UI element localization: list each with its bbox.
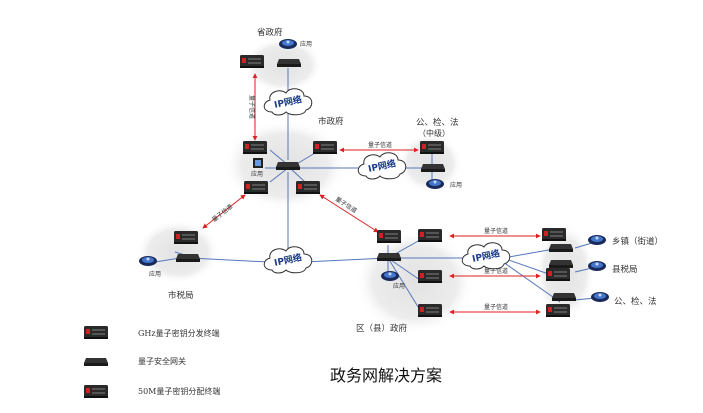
key-distribution-terminal-icon — [546, 268, 570, 281]
qc-label-police-low: 量子信道 — [484, 303, 508, 311]
key-distribution-terminal-icon — [418, 270, 442, 283]
qkd-terminal-icon — [296, 181, 320, 194]
backdrops — [136, 37, 595, 334]
qkd-terminal-icon — [313, 141, 337, 154]
quantum-links — [202, 73, 541, 315]
ip-cloud-top: IP网络 — [263, 88, 313, 116]
qkd-terminal-icon — [240, 55, 264, 68]
application-server-icon — [426, 179, 444, 189]
qc-label-county: 量子信道 — [484, 267, 508, 275]
qc-label-town: 量子信道 — [484, 227, 508, 235]
security-gateway-icon — [549, 244, 573, 252]
ip-cloud-district: IP网络 — [461, 242, 511, 270]
town-node: 乡镇（街道） — [542, 228, 663, 252]
district-label: 区（县）政府 — [356, 323, 408, 334]
city-node: 市政府 应用 — [243, 116, 344, 194]
province-label: 省政府 — [257, 27, 283, 38]
ip-cloud-police: IP网络 — [357, 152, 407, 180]
application-server-icon — [279, 39, 297, 49]
county-tax-node: 县税局 — [546, 260, 638, 281]
key-distribution-terminal-icon — [84, 385, 108, 398]
county-tax-label: 县税局 — [612, 264, 638, 275]
district-node: 应用 区（县）政府 — [356, 229, 442, 334]
security-gateway-icon — [84, 358, 108, 366]
key-distribution-terminal-icon — [418, 229, 442, 242]
qc-label-vertical: 量子信道 — [248, 95, 256, 119]
security-gateway-icon — [421, 164, 445, 172]
police-mid-level-label: （中级） — [418, 128, 450, 138]
security-gateway-icon — [549, 260, 573, 268]
app-label: 应用 — [251, 170, 263, 178]
qkd-terminal-icon — [420, 141, 444, 154]
qkd-terminal-icon — [377, 230, 401, 243]
app-label: 应用 — [300, 40, 312, 48]
police-mid-label: 公、检、法 — [416, 117, 459, 128]
province-node: 省政府 应用 — [240, 27, 312, 68]
application-server-icon — [381, 271, 399, 281]
legend: GHz量子密钥分发终端 量子安全网关 50M量子密钥分配终端 — [84, 326, 220, 398]
qkd-terminal-icon — [243, 141, 267, 154]
application-server-icon — [588, 261, 606, 271]
app-label: 应用 — [450, 181, 462, 189]
qkd-terminal-icon — [84, 326, 108, 339]
police-low-label: 公、检、法 — [614, 296, 657, 307]
security-gateway-icon — [277, 59, 301, 67]
legend-item-label: 量子安全网关 — [138, 356, 186, 366]
town-label: 乡镇（街道） — [612, 236, 663, 247]
qkd-terminal-icon — [174, 231, 198, 244]
police-mid-node: 公、检、法 （中级） 应用 — [416, 117, 462, 189]
key-distribution-terminal-icon — [418, 304, 442, 317]
security-gateway-icon — [276, 162, 300, 170]
ip-cloud-center: IP网络 — [263, 246, 313, 274]
app-label: 应用 — [149, 270, 161, 278]
key-distribution-terminal-icon — [542, 228, 566, 241]
legend-item-label: GHz量子密钥分发终端 — [138, 328, 220, 338]
application-server-icon — [591, 292, 609, 302]
qkd-terminal-icon — [244, 181, 268, 194]
qc-label-city-tax: 量子信道 — [210, 202, 234, 223]
police-low-node: 公、检、法 — [546, 292, 657, 317]
security-gateway-icon — [176, 254, 200, 262]
qc-label-city-police: 量子信道 — [368, 141, 392, 149]
security-gateway-icon — [552, 293, 576, 301]
application-server-icon — [139, 256, 157, 266]
tax-label: 市税局 — [168, 290, 194, 301]
legend-item-label: 50M量子密钥分配终端 — [138, 386, 220, 396]
diagram-title: 政务网解决方案 — [330, 366, 442, 385]
tax-node: 应用 市税局 — [139, 231, 200, 301]
application-server-icon — [588, 235, 606, 245]
key-distribution-terminal-icon — [546, 304, 570, 317]
city-label: 市政府 — [318, 116, 344, 127]
app-label: 应用 — [393, 282, 405, 290]
security-gateway-icon — [377, 253, 401, 261]
